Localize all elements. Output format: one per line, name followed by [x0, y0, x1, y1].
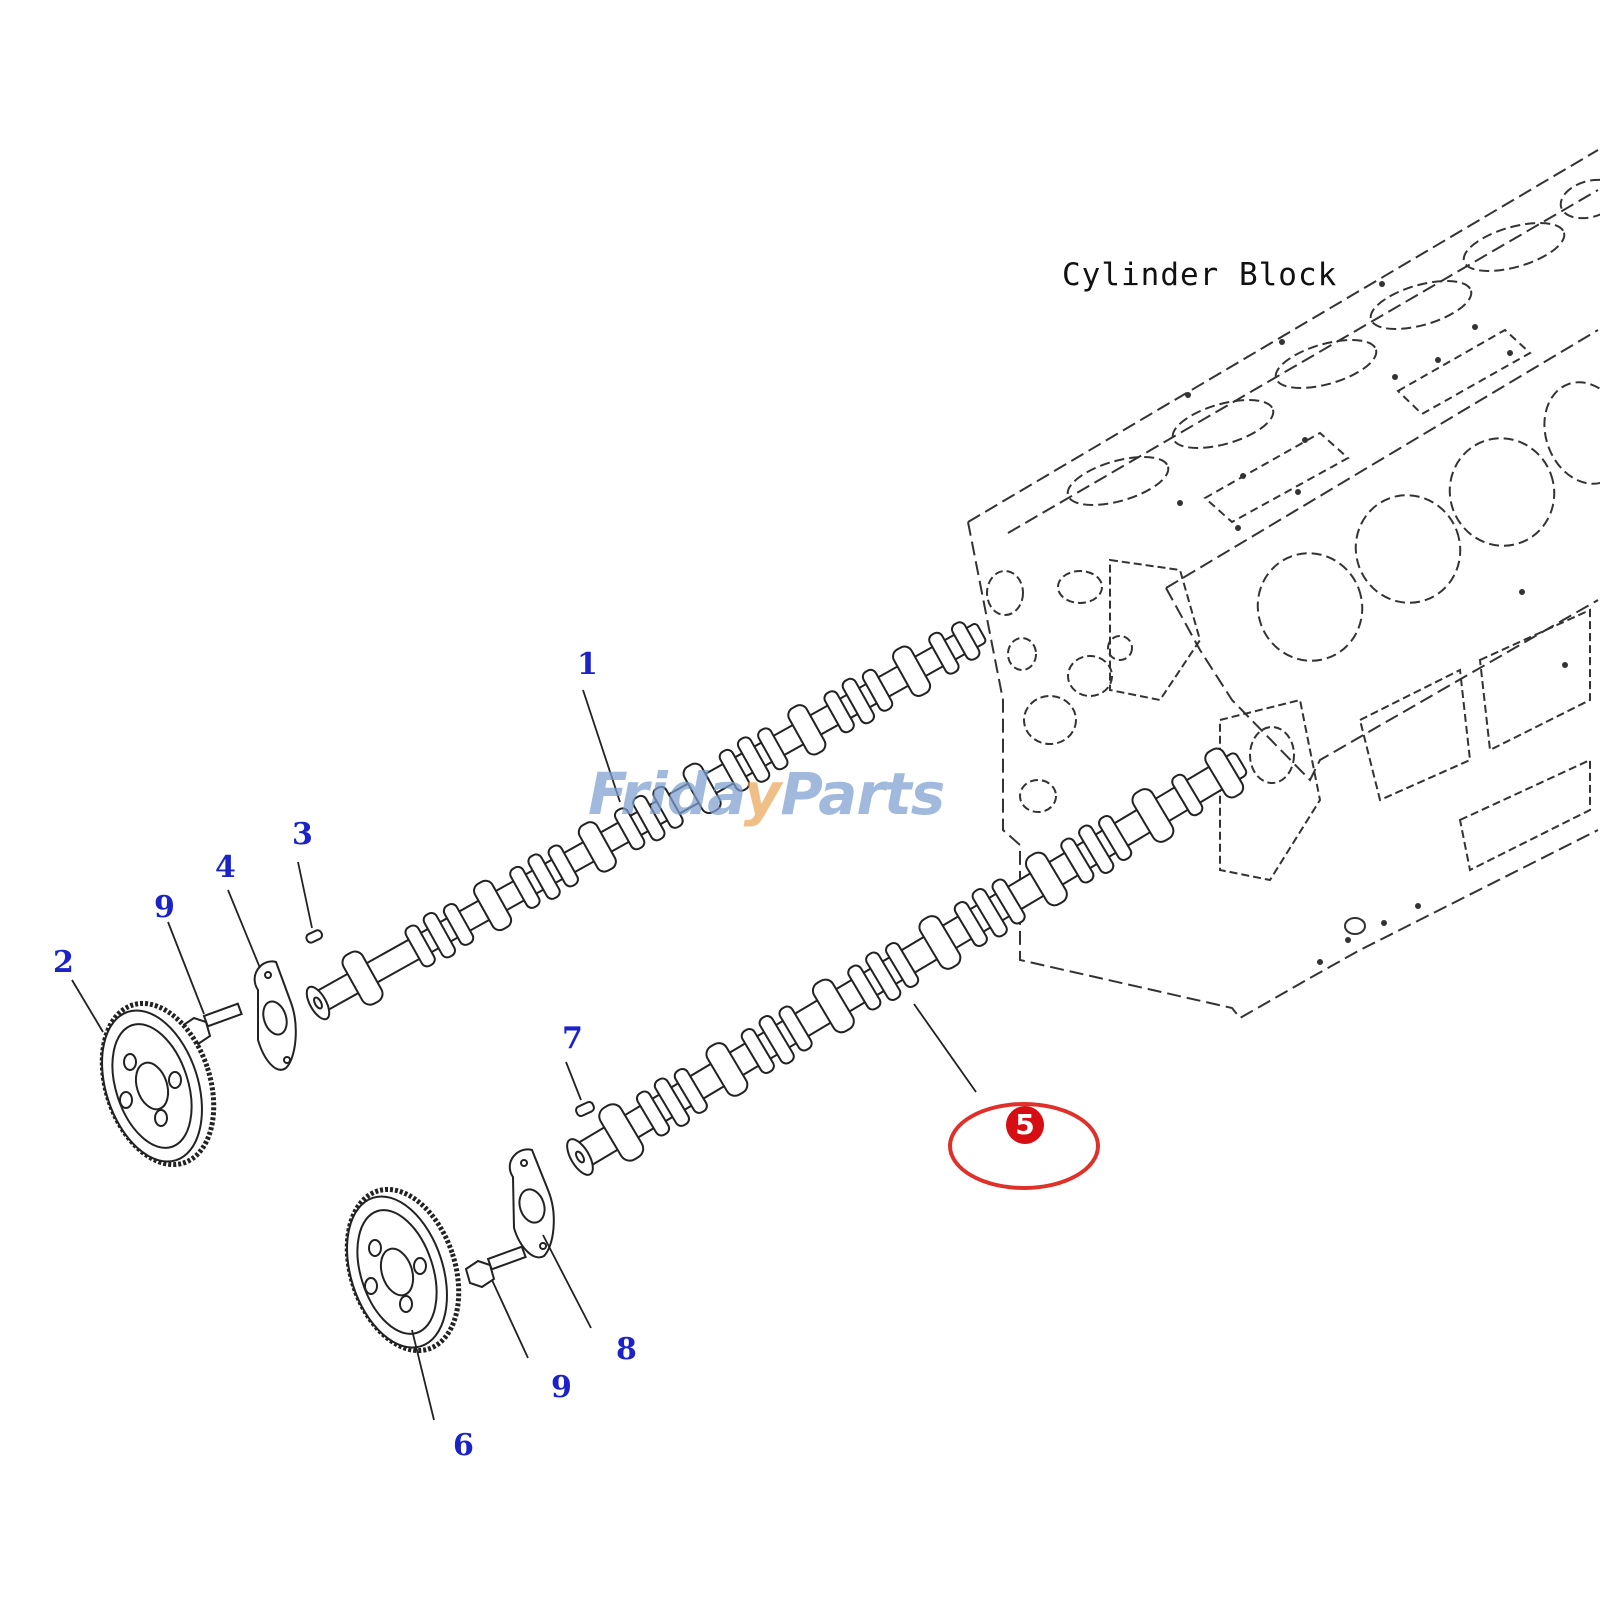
watermark-part1: Frida — [588, 760, 745, 828]
block-bores-top — [1066, 178, 1600, 506]
thrust-plate-upper — [253, 960, 297, 1071]
leader-4 — [227, 889, 261, 969]
callout-9-upper: 9 — [154, 890, 175, 925]
callout-3: 3 — [292, 817, 313, 852]
watermark-part3: Parts — [780, 760, 945, 828]
callout-9-lower: 9 — [551, 1370, 572, 1405]
cam-gear-upper — [99, 1000, 217, 1168]
camshaft-upper — [305, 621, 987, 1021]
key-upper — [305, 929, 324, 944]
callout-8: 8 — [616, 1332, 637, 1367]
callout-6: 6 — [453, 1428, 474, 1463]
cam-gear-lower — [344, 1186, 462, 1354]
callout-2: 2 — [53, 945, 74, 980]
block-deck-front — [1165, 329, 1599, 589]
leader-lines — [71, 689, 977, 1421]
leader-3 — [297, 861, 313, 929]
cam-lobes-lower — [598, 747, 1245, 1162]
block-top-deck-inner — [1007, 189, 1599, 534]
key-lower — [575, 1100, 595, 1118]
block-bores-side — [1256, 381, 1600, 662]
leader-6 — [411, 1329, 435, 1421]
cylinder-block-label: Cylinder Block — [1062, 257, 1338, 293]
leader-1 — [582, 689, 621, 803]
block-top-deck — [967, 149, 1599, 523]
watermark-logo: FridayParts — [588, 760, 945, 828]
block-boss — [1344, 917, 1366, 935]
leader-9-lower — [491, 1279, 529, 1359]
block-side-wall — [1165, 587, 1599, 782]
block-deck-plates — [1203, 328, 1532, 524]
camshaft-lower — [566, 747, 1248, 1176]
block-front-face — [967, 521, 1599, 1020]
thrust-plate-lower — [508, 1148, 555, 1259]
callout-5-badge: 5 — [1006, 1106, 1044, 1144]
leader-5 — [913, 1003, 977, 1093]
highlight-ring — [948, 1102, 1100, 1190]
bolt-lower — [464, 1245, 527, 1289]
callout-4: 4 — [215, 850, 236, 885]
block-front-cutouts — [986, 558, 1591, 882]
leader-8 — [542, 1234, 592, 1329]
callout-1: 1 — [577, 647, 598, 682]
leader-2 — [71, 979, 104, 1033]
cylinder-block — [967, 149, 1600, 1020]
cam-lobes-upper — [341, 621, 981, 1006]
callout-7: 7 — [562, 1021, 583, 1056]
block-bolt-holes — [1177, 281, 1568, 965]
leader-7 — [565, 1061, 582, 1101]
leader-9-upper — [167, 921, 205, 1015]
watermark-part2: y — [743, 760, 782, 828]
